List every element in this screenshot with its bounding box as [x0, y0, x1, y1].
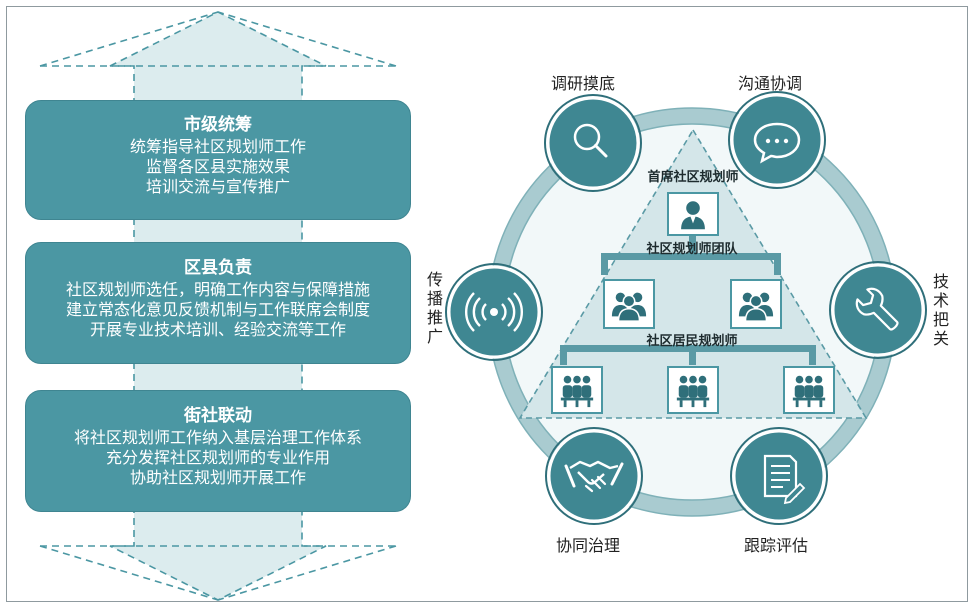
- box-title: 市级统筹: [184, 115, 252, 135]
- box-line: 建立常态化意见反馈机制与工作联席会制度: [65, 300, 370, 319]
- box-district-responsibility: 区县负责 社区规划师选任，明确工作内容与保障措施 建立常态化意见反馈机制与工作联…: [25, 242, 411, 364]
- tier2-group-icon-left: [603, 279, 655, 329]
- label-research: 调研摸底: [551, 74, 616, 93]
- tier3-resident-icon-center: [667, 366, 719, 414]
- broadcast-icon: [464, 292, 524, 332]
- tier1-person-icon: [667, 192, 719, 236]
- label-collaborate: 协同治理: [556, 536, 621, 555]
- box-line: 监督各区县实施效果: [145, 157, 290, 176]
- wrench-icon: [855, 287, 899, 331]
- label-broadcast: 传播推广: [426, 270, 443, 346]
- tier1-label: 首席社区规划师: [647, 170, 739, 185]
- node-broadcast: [445, 263, 543, 361]
- tier2-label: 社区规划师团队: [646, 242, 738, 257]
- box-city-coordination: 市级统筹 统筹指导社区规划师工作 监督各区县实施效果 培训交流与宣传推广: [25, 100, 411, 220]
- chat-icon: [753, 122, 801, 164]
- box-title: 区县负责: [184, 258, 252, 278]
- box-line: 协助社区规划师开展工作: [129, 468, 306, 487]
- handshake-icon: [564, 460, 624, 493]
- outer-frame: [6, 6, 968, 602]
- box-line: 社区规划师选任，明确工作内容与保障措施: [65, 280, 370, 299]
- box-street-community: 街社联动 将社区规划师工作纳入基层治理工作体系 充分发挥社区规划师的专业作用 协…: [25, 390, 411, 512]
- tier3-label: 社区居民规划师: [646, 334, 738, 349]
- tier3-resident-icon-right: [783, 366, 835, 414]
- tier3-resident-icon-left: [551, 366, 603, 414]
- label-communicate: 沟通协调: [738, 74, 803, 93]
- box-line: 开展专业技术培训、经验交流等工作: [89, 320, 346, 339]
- pyramid: [518, 128, 868, 419]
- box-title: 街社联动: [184, 406, 252, 426]
- node-collaborate: [545, 427, 643, 525]
- label-evaluate: 跟踪评估: [744, 536, 809, 555]
- label-technical: 技术把关: [932, 272, 949, 348]
- tier2-group-icon-right: [730, 279, 782, 329]
- search-icon: [573, 123, 608, 158]
- node-communicate: [728, 91, 826, 189]
- box-line: 统筹指导社区规划师工作: [129, 137, 306, 156]
- document-icon: [763, 454, 806, 505]
- box-line: 将社区规划师工作纳入基层治理工作体系: [73, 428, 362, 447]
- node-evaluate: [730, 427, 828, 525]
- box-line: 充分发挥社区规划师的专业作用: [105, 448, 330, 467]
- box-line: 培训交流与宣传推广: [145, 177, 290, 196]
- node-technical: [829, 261, 927, 359]
- node-research: [544, 94, 642, 192]
